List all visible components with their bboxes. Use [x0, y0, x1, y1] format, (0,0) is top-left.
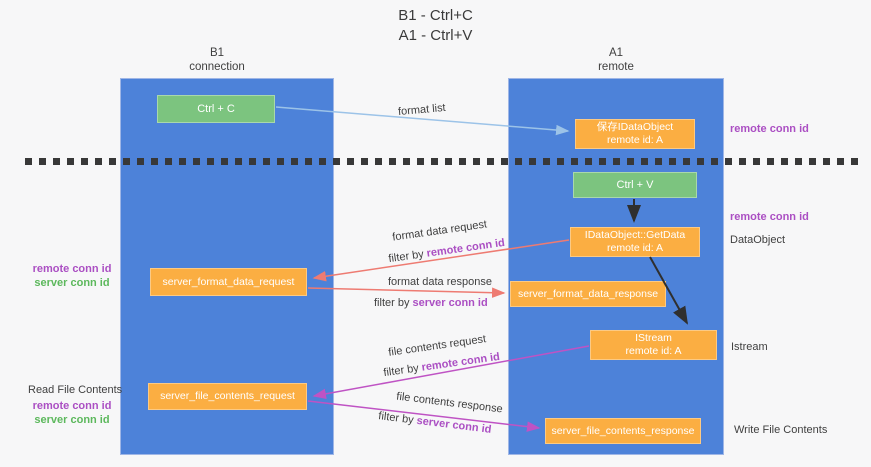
lane-header-b1: B1 connection: [110, 46, 324, 74]
node-server-file-contents-request: server_file_contents_request: [148, 383, 307, 410]
side-label-remote-conn-id-left2: remote conn id: [32, 400, 112, 412]
node-idataobject-getdata: IDataObject::GetData remote id: A: [570, 227, 700, 257]
filter-by-text: filter by: [382, 361, 423, 380]
lane-b1-name: B1: [209, 47, 225, 59]
lane-b1-subtitle: connection: [189, 61, 245, 73]
side-label-read-file-contents: Read File Contents: [28, 384, 123, 396]
filter-by-text: filter by: [377, 410, 418, 427]
side-label-istream: Istream: [731, 341, 768, 353]
side-label-write-file-contents: Write File Contents: [734, 424, 828, 436]
filter-by-text: filter by: [387, 247, 428, 266]
filter-by-text: filter by: [374, 297, 413, 309]
node-save-idataobject: 保存IDataObject remote id: A: [575, 119, 695, 149]
node-istream-line2: remote id: A: [625, 345, 682, 357]
side-label-remote-conn-id-left: remote conn id: [32, 263, 112, 275]
edge-label-filter-server-2: filter by server conn id: [378, 410, 492, 436]
node-server-file-contents-response-label: server_file_contents_response: [551, 424, 695, 437]
edge-label-filter-server-1: filter by server conn id: [374, 297, 488, 309]
edge-label-format-data-response: format data response: [388, 276, 492, 288]
server-conn-id-text: server conn id: [412, 297, 488, 309]
node-server-format-data-response: server_format_data_response: [510, 281, 666, 307]
side-label-server-conn-id-left2: server conn id: [34, 414, 110, 426]
node-save-idataobject-line2: remote id: A: [606, 134, 664, 146]
side-label-dataobject: DataObject: [730, 234, 786, 246]
arrow-format-data-response: [307, 287, 506, 298]
dashed-separator: [25, 158, 863, 165]
node-ctrl-c: Ctrl + C: [157, 95, 275, 123]
diagram-title-line1: B1 - Ctrl+C: [398, 7, 473, 24]
node-server-file-contents-response: server_file_contents_response: [545, 418, 701, 444]
node-server-file-contents-request-label: server_file_contents_request: [160, 390, 295, 402]
node-istream: IStream remote id: A: [590, 330, 717, 360]
remote-conn-id-text: remote conn id: [425, 236, 506, 260]
side-label-remote-conn-id-top: remote conn id: [730, 123, 809, 135]
node-save-idataobject-line1: 保存IDataObject: [596, 121, 674, 133]
node-server-format-data-request-label: server_format_data_request: [162, 275, 295, 288]
node-server-format-data-request: server_format_data_request: [150, 268, 307, 296]
node-ctrl-v-label: Ctrl + V: [616, 178, 654, 191]
node-ctrl-c-label: Ctrl + C: [197, 102, 235, 115]
side-label-remote-conn-id-mid: remote conn id: [730, 211, 809, 223]
remote-conn-id-text: remote conn id: [420, 350, 501, 374]
node-idataobject-getdata-line2: remote id: A: [606, 242, 664, 254]
lane-header-a1: A1 remote: [508, 46, 724, 74]
lane-a1-subtitle: remote: [598, 61, 634, 73]
side-label-server-conn-id-left: server conn id: [34, 277, 110, 289]
side-label-conn-ids-bottom: remote conn id server conn id: [24, 399, 120, 427]
node-istream-line1: IStream: [635, 332, 672, 344]
lane-a1-name: A1: [608, 47, 624, 59]
side-label-conn-ids-mid: remote conn id server conn id: [24, 262, 120, 290]
server-conn-id-text: server conn id: [415, 414, 493, 436]
node-server-format-data-response-label: server_format_data_response: [517, 287, 659, 300]
node-idataobject-getdata-line1: IDataObject::GetData: [584, 229, 686, 241]
edge-label-file-contents-response: file contents response: [395, 390, 504, 416]
node-ctrl-v: Ctrl + V: [573, 172, 697, 198]
edge-label-format-list: format list: [397, 101, 447, 119]
edge-label-format-data-request: format data request: [391, 218, 488, 244]
diagram-title-line2: A1 - Ctrl+V: [398, 27, 473, 44]
